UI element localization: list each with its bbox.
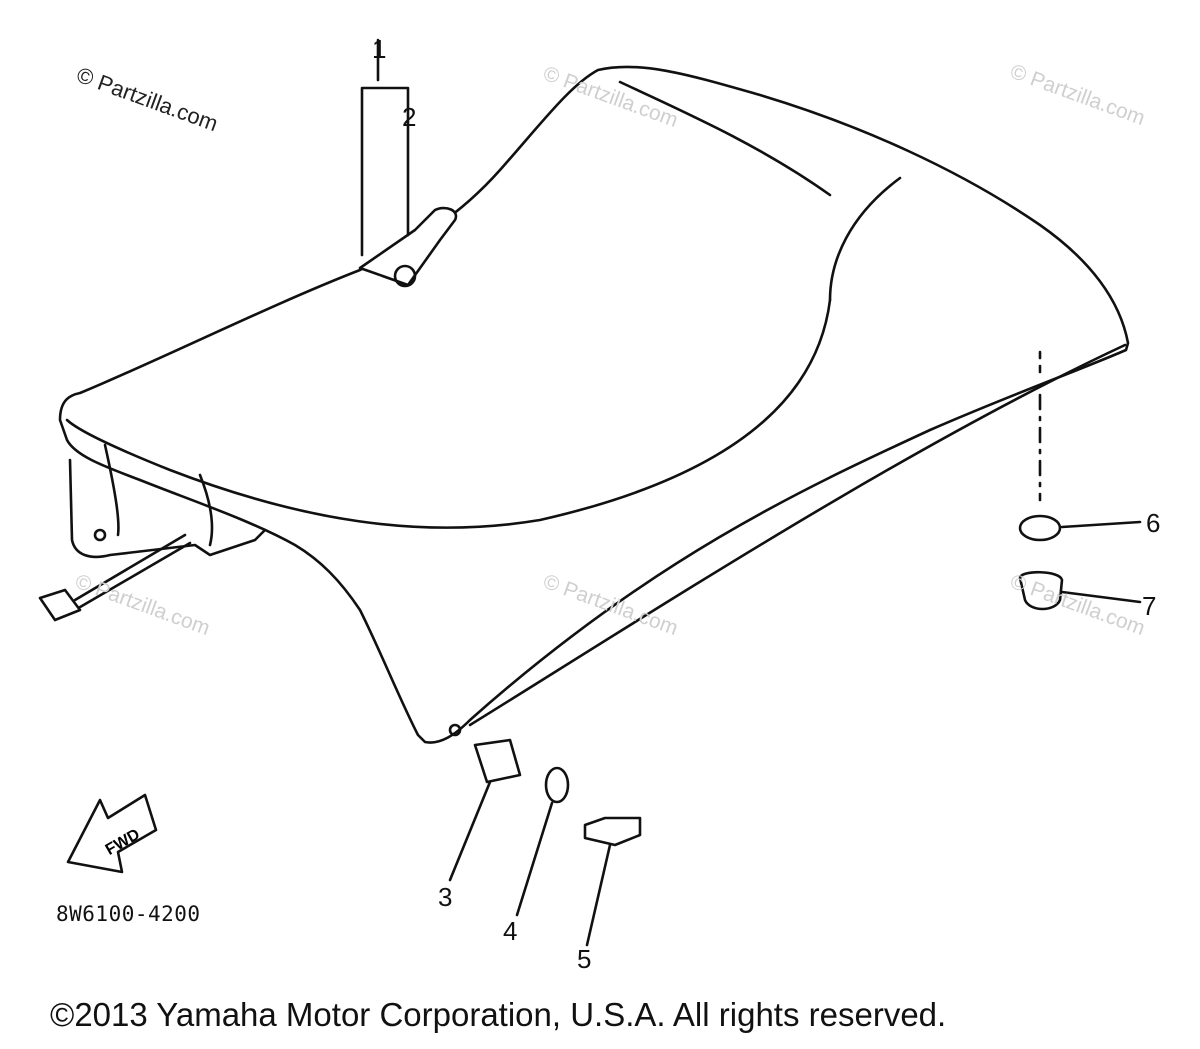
callout-2: 2: [402, 102, 417, 132]
callout-5: 5: [577, 944, 592, 974]
callout-7: 7: [1142, 591, 1157, 621]
part-3-plate: [473, 738, 522, 784]
callout-4: 4: [503, 916, 518, 946]
part-4-washer: [544, 766, 570, 804]
part-7-bushing: [1018, 570, 1064, 611]
copyright-notice: ©2013 Yamaha Motor Corporation, U.S.A. A…: [50, 996, 947, 1033]
connector: [38, 588, 82, 622]
part-6-washer: [1018, 514, 1062, 542]
fwd-arrow-icon: [66, 793, 158, 874]
callout-3: 3: [438, 882, 453, 912]
callout-1: 1: [372, 34, 387, 64]
diagram-code: 8W6100-4200: [56, 902, 201, 926]
part-5-bolt: [583, 816, 642, 847]
callout-6: 6: [1146, 508, 1161, 538]
seat-outline: [58, 65, 1130, 744]
